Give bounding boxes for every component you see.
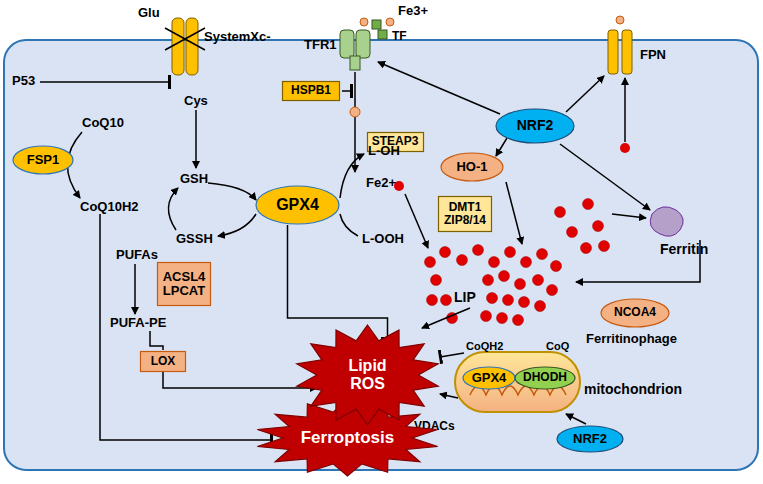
burst-shape: Lipid ROS xyxy=(295,325,440,425)
ellipse-node: DHODH xyxy=(514,366,576,390)
ellipse-node: GPX4 xyxy=(255,185,340,225)
iron-dot xyxy=(620,143,630,153)
arrow-connector xyxy=(496,138,507,156)
iron-dot xyxy=(519,297,530,308)
iron-dot xyxy=(599,241,610,252)
node-label: DHODH xyxy=(523,371,567,384)
iron-dot xyxy=(551,261,562,272)
iron-dot xyxy=(441,295,452,306)
iron-dot xyxy=(499,271,510,282)
text-label: TF xyxy=(392,30,407,43)
text-label: CoQ10 xyxy=(82,116,124,130)
text-label: CoQH2 xyxy=(466,340,503,352)
cell-membrane xyxy=(4,40,758,470)
text-label: GSSH xyxy=(176,232,213,246)
arrow-connector xyxy=(163,372,317,388)
iron-dot xyxy=(431,275,442,286)
text-label: LIP xyxy=(454,290,476,305)
iron-dot xyxy=(513,315,524,326)
tfr1-receptor xyxy=(340,18,394,70)
text-label: GSH xyxy=(180,172,208,186)
iron-dot xyxy=(457,255,468,266)
text-label: CoQ10H2 xyxy=(80,200,139,214)
iron-dot xyxy=(535,301,546,312)
iron-dot xyxy=(440,247,451,258)
node-label: HO-1 xyxy=(456,160,487,174)
iron-dot xyxy=(593,221,604,232)
iron-dot xyxy=(547,285,558,296)
node-label: Lipid ROS xyxy=(338,357,398,392)
iron-dot xyxy=(567,227,578,238)
node-label: FSP1 xyxy=(27,153,60,167)
text-label: Ferritin xyxy=(660,242,708,257)
ellipse-node: NCOA4 xyxy=(600,298,670,328)
iron-dot xyxy=(515,279,526,290)
iron-dot xyxy=(483,275,494,286)
iron-dot xyxy=(427,295,438,306)
node-label: HSPB1 xyxy=(291,84,331,97)
iron-dot xyxy=(425,257,436,268)
ellipse-node: NRF2 xyxy=(556,425,624,453)
process-box: DMT1 ZIP8/14 xyxy=(438,196,492,232)
node-label: GPX4 xyxy=(276,196,319,214)
text-label: TFR1 xyxy=(304,38,337,52)
iron-dot xyxy=(533,275,544,286)
node-label: GPX4 xyxy=(472,371,507,385)
iron-dot xyxy=(503,295,514,306)
text-label: PUFA-PE xyxy=(110,316,166,330)
text-label: SystemXc- xyxy=(204,30,270,44)
mitochondrion-shape xyxy=(455,352,580,412)
node-label: LOX xyxy=(151,355,176,368)
iron-dot xyxy=(521,257,532,268)
iron-dot xyxy=(505,247,516,258)
node-label: ACSL4 LPCAT xyxy=(162,270,206,299)
text-label: mitochondrion xyxy=(584,382,682,397)
fpn-transporter xyxy=(608,16,632,74)
text-label: Ferritinophage xyxy=(586,332,677,346)
node-label: DMT1 ZIP8/14 xyxy=(443,201,487,227)
iron-dot xyxy=(481,311,492,322)
text-label: Glu xyxy=(138,6,160,20)
iron-dot xyxy=(581,243,592,254)
iron-dot xyxy=(555,207,566,218)
process-box: ACSL4 LPCAT xyxy=(157,262,211,306)
iron-dot xyxy=(537,249,548,260)
text-label: PUFAs xyxy=(116,248,158,262)
iron-dot xyxy=(497,313,508,324)
text-label: L-OH xyxy=(368,144,400,158)
text-label: FPN xyxy=(640,48,666,62)
iron-dot xyxy=(487,293,498,304)
process-box: LOX xyxy=(140,351,186,372)
node-label: NRF2 xyxy=(573,432,607,446)
text-label: L-OOH xyxy=(362,232,404,246)
ellipse-node: HO-1 xyxy=(440,152,504,182)
text-label: CoQ xyxy=(546,340,569,352)
node-label: NRF2 xyxy=(517,118,554,133)
node-label: NCOA4 xyxy=(614,306,656,319)
text-label: P53 xyxy=(12,74,35,88)
systemxc-transporter xyxy=(165,18,205,75)
ferritin-shape xyxy=(650,207,683,236)
pathway-lines xyxy=(40,62,700,440)
iron-dot xyxy=(473,245,484,256)
text-label: Cys xyxy=(184,94,208,108)
iron-ball xyxy=(350,107,360,117)
ellipse-node: NRF2 xyxy=(495,108,575,144)
ellipse-node: FSP1 xyxy=(12,145,74,175)
process-box: HSPB1 xyxy=(282,81,340,101)
iron-dot xyxy=(583,199,594,210)
text-label: Fe2+ xyxy=(366,176,396,190)
node-label: Ferroptosis xyxy=(301,429,395,448)
text-label: Fe3+ xyxy=(398,4,428,18)
iron-dots xyxy=(425,199,610,326)
ellipse-node: GPX4 xyxy=(462,366,516,390)
iron-dot xyxy=(489,257,500,268)
